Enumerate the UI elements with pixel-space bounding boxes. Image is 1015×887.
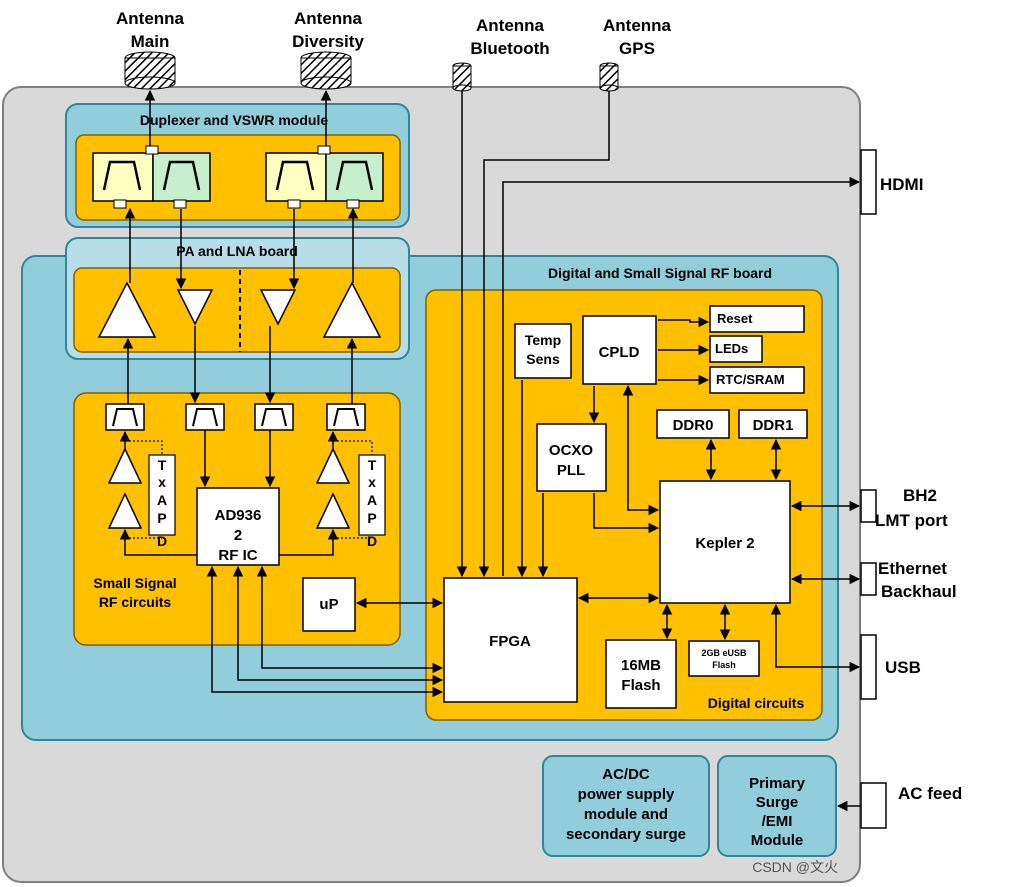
rtc-sram-label: RTC/SRAM — [716, 372, 785, 387]
duplexer-filters — [92, 145, 384, 209]
ethernet-line-1: Ethernet — [878, 559, 947, 578]
surge-line-3: /EMI — [762, 813, 793, 830]
bh2-line-1: BH2 — [903, 486, 937, 505]
temp-sens-line-2: Sens — [526, 351, 560, 367]
ocxo-pll — [536, 423, 607, 492]
antenna-bluetooth-icon — [452, 62, 472, 92]
connection-lines — [119, 89, 861, 812]
txapd-r-x: x — [368, 474, 376, 490]
acdc-module — [542, 755, 710, 857]
txapd-r-d: D — [367, 533, 377, 549]
ac-feed-label: AC feed — [898, 784, 962, 803]
cpld — [582, 315, 657, 385]
acdc-line-2: power supply — [578, 786, 675, 803]
ad9362-line-1: AD936 — [215, 507, 262, 524]
temp-sens-line-1: Temp — [525, 332, 561, 348]
surge-module — [717, 755, 837, 857]
digital-board-label: Digital and Small Signal RF board — [548, 265, 772, 281]
fpga — [443, 577, 578, 703]
txapd-l-d: D — [157, 533, 167, 549]
antenna-main-line-2: Main — [131, 32, 170, 51]
flash16-line-1: 16MB — [621, 657, 661, 674]
txapd-l-t: T — [158, 457, 167, 473]
kepler-2 — [659, 480, 791, 604]
antenna-diversity-icon — [300, 51, 352, 90]
small-amplifiers — [107, 447, 351, 529]
temp-sensor — [514, 323, 572, 379]
rtc-sram-block — [709, 366, 805, 394]
ocxo-line-2: PLL — [557, 462, 585, 479]
kepler-label: Kepler 2 — [695, 535, 754, 552]
hdmi-label: HDMI — [880, 175, 923, 194]
antenna-diversity-line-1: Antenna — [294, 9, 363, 28]
flash16-line-2: Flash — [621, 677, 660, 694]
up-label: uP — [319, 596, 338, 613]
bh2-line-2: LMT port — [875, 511, 948, 530]
fpga-label: FPGA — [489, 633, 531, 650]
ad9362-line-2: 2 — [234, 527, 242, 544]
acdc-line-1: AC/DC — [602, 766, 650, 783]
leds-block — [709, 335, 763, 363]
txapd-r-a: A — [367, 492, 377, 508]
antenna-diversity-line-2: Diversity — [292, 32, 364, 51]
small-filters — [105, 403, 366, 431]
reset-block — [709, 305, 805, 333]
acdc-line-3: module and — [584, 806, 668, 823]
usb-label: USB — [885, 658, 921, 677]
cpld-label: CPLD — [599, 344, 640, 361]
txapd-l-p: P — [157, 510, 166, 526]
ddr0 — [656, 409, 730, 439]
surge-line-4: Module — [751, 832, 804, 849]
pa-lna-amplifiers — [97, 281, 382, 338]
watermark: CSDN @文火 — [752, 859, 838, 875]
txapd-l-x: x — [158, 474, 166, 490]
digital-circuits-label: Digital circuits — [708, 695, 805, 711]
ddr1-label: DDR1 — [753, 417, 794, 434]
ad9362-line-3: RF IC — [218, 547, 257, 564]
port-connectors — [860, 149, 887, 829]
ddr1 — [738, 409, 808, 439]
pa-lna-inner — [73, 267, 401, 353]
emmc-line-1: 2GB eUSB — [701, 648, 747, 658]
antenna-main-icon — [124, 51, 176, 90]
txapd-r-t: T — [368, 457, 377, 473]
reset-label: Reset — [717, 311, 753, 326]
antenna-gps-line-1: Antenna — [603, 16, 672, 35]
antenna-bluetooth-line-1: Antenna — [476, 16, 545, 35]
acdc-line-4: secondary surge — [566, 826, 686, 843]
antenna-bluetooth-line-2: Bluetooth — [470, 39, 549, 58]
txapd-l-a: A — [157, 492, 167, 508]
txapd-r-p: P — [367, 510, 376, 526]
surge-line-1: Primary — [749, 775, 806, 792]
antenna-gps-icon — [599, 62, 619, 92]
txapd-box-right — [358, 454, 386, 536]
ocxo-line-1: OCXO — [549, 442, 594, 459]
surge-line-2: Surge — [756, 794, 799, 811]
emmc-line-2: Flash — [712, 660, 736, 670]
txapd-box-left — [148, 454, 176, 536]
flash-16mb — [605, 639, 677, 709]
ethernet-line-2: Backhaul — [881, 582, 957, 601]
duplexer-label: Duplexer and VSWR module — [140, 112, 328, 128]
pa-lna-label: PA and LNA board — [176, 243, 298, 259]
small-signal-label-1: Small Signal — [93, 575, 176, 591]
ddr0-label: DDR0 — [673, 417, 714, 434]
antenna-main-line-1: Antenna — [116, 9, 185, 28]
antenna-gps-line-2: GPS — [619, 39, 655, 58]
flash-2gb — [688, 640, 760, 677]
ad9362-rf-ic — [196, 487, 280, 566]
small-signal-label-2: RF circuits — [99, 594, 172, 610]
leds-label: LEDs — [715, 341, 748, 356]
